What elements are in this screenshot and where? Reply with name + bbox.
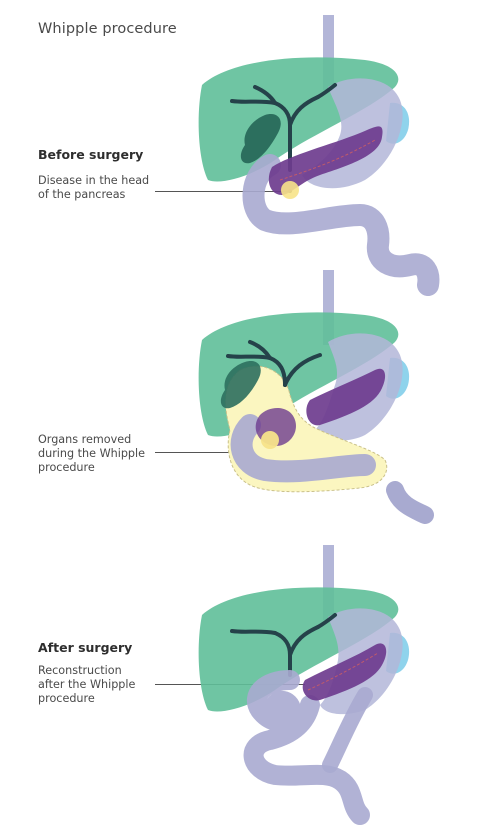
intestine [386,481,434,524]
bile-ducts [226,340,322,387]
after-surgery-illustration [198,545,410,825]
tumor [261,431,279,449]
leader-line [155,452,235,453]
before-surgery-heading: Before surgery [38,147,144,162]
tumor [281,181,299,199]
after-surgery-heading: After surgery [38,640,133,655]
pancreatic-duct [279,139,376,181]
pancreatic-duct [307,652,379,691]
pancreas [268,126,383,195]
intestine [242,154,440,296]
esophagus [323,270,334,345]
bile-ducts [230,613,337,677]
gallbladder [220,361,261,409]
caption-line: Disease in the head [38,174,150,187]
jejunum [322,687,373,773]
organs-removed-illustration [198,270,434,524]
caption-line: Reconstruction [38,664,122,677]
caption-line: after the Whipple [38,678,136,691]
leader-line [155,191,290,192]
caption-line: of the pancreas [38,188,126,201]
caption-line: procedure [38,692,95,705]
intestine [243,670,370,825]
pancreas [306,368,386,426]
removed-duodenum [230,414,376,483]
gallbladder [240,114,281,164]
caption-line: procedure [38,461,95,474]
esophagus [323,545,334,620]
after-surgery-caption: Reconstruction after the Whipple procedu… [38,664,135,706]
bile-ducts [230,83,337,172]
organs-removed-caption: Organs removed during the Whipple proced… [38,433,145,475]
esophagus [323,15,334,90]
page-title: Whipple procedure [38,21,177,37]
before-surgery-caption: Disease in the head of the pancreas [38,174,149,202]
caption-line: Organs removed [38,433,132,446]
caption-line: during the Whipple [38,447,146,460]
before-surgery-illustration [198,15,440,296]
